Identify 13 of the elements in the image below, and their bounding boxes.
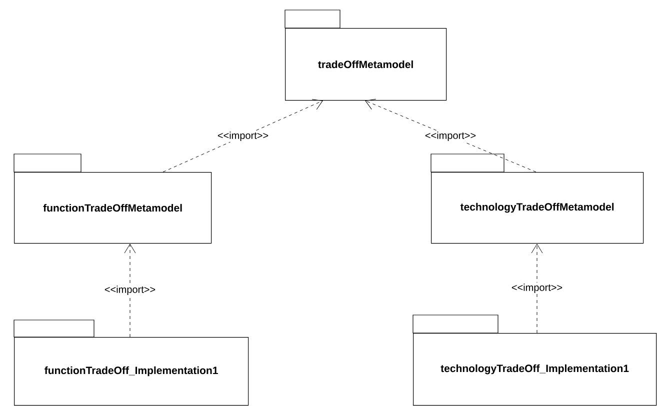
package-box: technologyTradeOff_Implementation1 <box>412 314 657 406</box>
dependency-arrow <box>124 244 136 338</box>
package-box: functionTradeOffMetamodel <box>14 154 212 244</box>
edge-label: <<import>> <box>512 284 562 293</box>
edge-label: <<import>> <box>104 286 156 295</box>
package-box: functionTradeOff_Implementation1 <box>14 320 249 406</box>
package-box: technologyTradeOffMetamodel <box>430 154 644 244</box>
edge-label: <<import>> <box>218 132 268 141</box>
edge-label: <<import>> <box>425 132 476 141</box>
package-box: tradeOffMetamodel <box>284 10 447 101</box>
dependency-arrow <box>365 98 536 172</box>
dependency-arrow <box>531 244 543 334</box>
dependency-arrow <box>162 99 323 172</box>
